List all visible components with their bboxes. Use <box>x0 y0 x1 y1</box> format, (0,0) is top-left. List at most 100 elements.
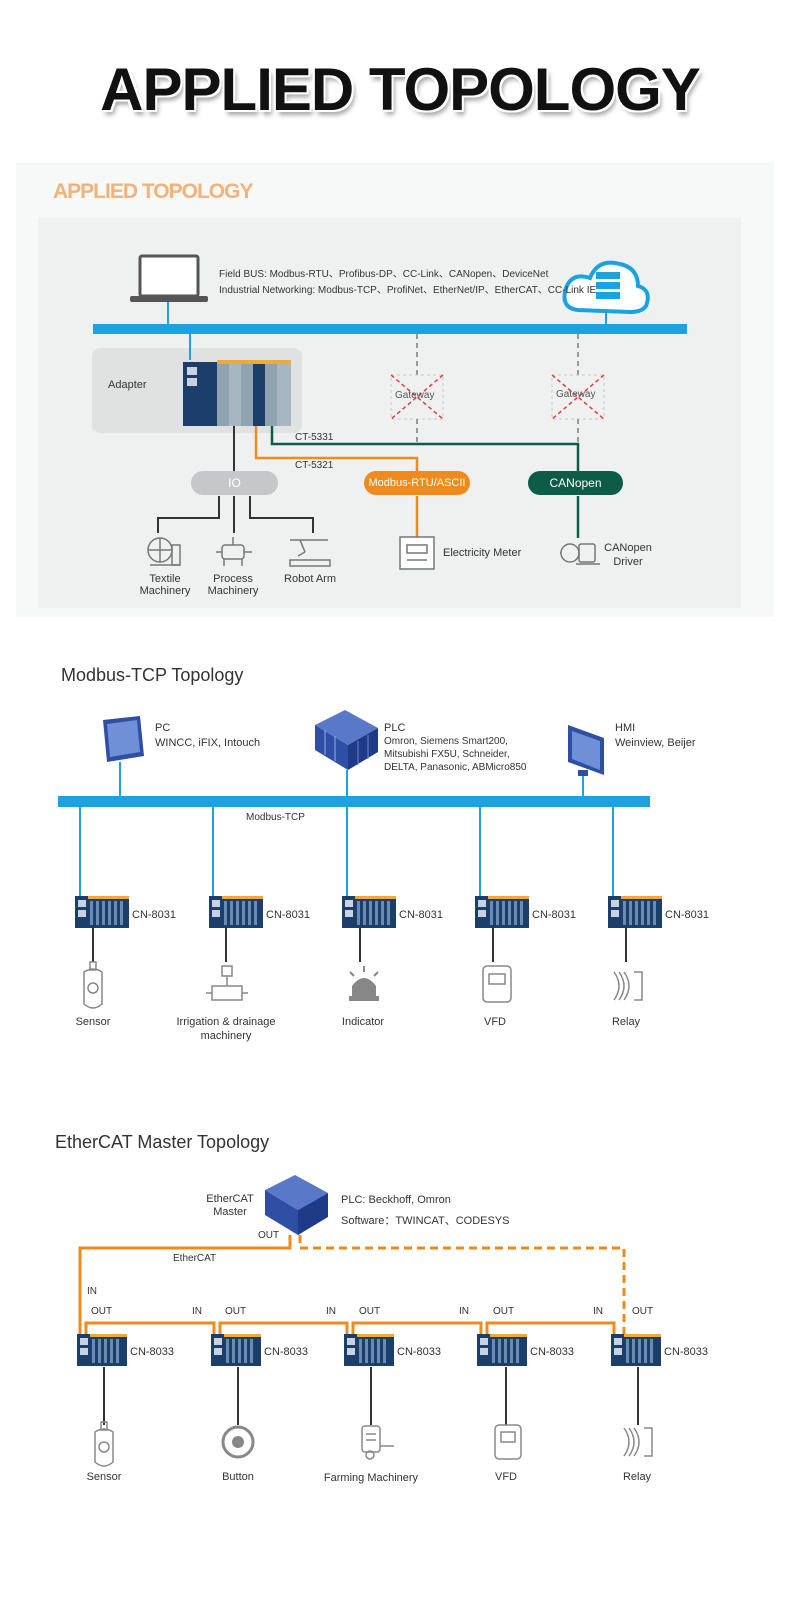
ct5331-label: CT-5331 <box>295 432 334 443</box>
plc-label: PLC <box>384 722 406 734</box>
s3-device-label-vfd: VFD <box>495 1471 517 1483</box>
cn8031-label-3: CN-8031 <box>399 909 444 921</box>
cn8031-label-5: CN-8031 <box>665 909 710 921</box>
cn8033-label-3: CN-8033 <box>397 1346 442 1358</box>
module3-in-label: IN <box>326 1306 336 1317</box>
master-out-label: OUT <box>258 1230 280 1241</box>
cn8031-label-1: CN-8031 <box>132 909 177 921</box>
cn8031-label-4: CN-8031 <box>532 909 577 921</box>
io-pill: IO <box>191 471 278 495</box>
ethercat-title: EtherCAT Master Topology <box>55 1132 270 1152</box>
plc-sub-line3: DELTA, Panasonic, ABMicro850 <box>384 762 527 773</box>
cn8033-module-4 <box>477 1334 527 1366</box>
cn8033-label-4: CN-8033 <box>530 1346 575 1358</box>
cn8033-label-1: CN-8033 <box>130 1346 175 1358</box>
page-title: APPLIED TOPOLOGY <box>100 56 701 123</box>
cn8031-module-2 <box>209 896 263 928</box>
laptop-icon <box>130 254 208 302</box>
robot-arm-icon <box>289 539 331 567</box>
ct5331-line <box>270 426 580 472</box>
ethercat-plc-line: PLC: Beckhoff, Omron <box>341 1194 451 1206</box>
cn8031-module-3 <box>342 896 396 928</box>
hmi-panel-icon <box>568 725 604 776</box>
s3-device-label-button: Button <box>222 1471 254 1483</box>
process-machinery-label-line2: Machinery <box>207 585 259 597</box>
module4-in-label: IN <box>459 1306 469 1317</box>
s3-device-label-relay: Relay <box>622 1471 652 1483</box>
ct5321-line <box>254 426 419 472</box>
textile-machinery-icon <box>147 537 181 566</box>
gateway-2-label: Gateway <box>556 389 596 400</box>
pc-sub-label: WINCC, iFIX, Intouch <box>155 737 261 749</box>
device-label-irrigation: Irrigation & drainage <box>176 1016 276 1028</box>
ethercat-master-label-line2: Master <box>213 1206 247 1218</box>
module2-out-label: OUT <box>225 1306 247 1317</box>
cn8033-label-5: CN-8033 <box>664 1346 709 1358</box>
canopen-pill: CANopen <box>528 471 623 495</box>
device-label-vfd: VFD <box>484 1016 506 1028</box>
fieldbus-text-line1: Field BUS: Modbus-RTU、Profibus-DP、CC-Lin… <box>219 269 549 280</box>
button-icon <box>221 1425 255 1459</box>
device-label-sensor: Sensor <box>75 1016 111 1028</box>
fieldbus-line <box>93 324 687 334</box>
process-machinery-label-line1: Process <box>213 573 253 585</box>
ethercat-software-line: Software：TWINCAT、CODESYS <box>341 1215 510 1227</box>
ethercat-line-label: EtherCAT <box>173 1253 217 1264</box>
plc-sub-line1: Omron, Siemens Smart200, <box>384 736 508 747</box>
s3-device-label-sensor: Sensor <box>86 1471 122 1483</box>
plc-sub-line2: Mitsubishi FX5U, Schneider, <box>384 749 510 760</box>
process-machinery-icon <box>216 537 252 566</box>
hmi-sub-label: Weinview, Beijer <box>615 737 696 749</box>
gateway-1-label: Gateway <box>395 390 435 401</box>
modbus-rtu-pill: Modbus-RTU/ASCII <box>364 471 470 495</box>
cn8033-module-1 <box>77 1334 127 1366</box>
ethercat-master-label-line1: EtherCAT <box>206 1193 254 1205</box>
ethercat-return-line <box>298 1235 626 1335</box>
module1-in-label: IN <box>87 1286 97 1297</box>
cn8031-module-5 <box>608 896 662 928</box>
hmi-label: HMI <box>615 722 636 734</box>
canopen-driver-label-line2: Driver <box>613 556 643 568</box>
s3-device-label-farming: Farming Machinery <box>323 1472 419 1484</box>
cloud-server-icon <box>562 260 650 315</box>
indicator-light-icon <box>349 966 379 1001</box>
cn8031-module-4 <box>475 896 529 928</box>
module3-out-label: OUT <box>359 1306 381 1317</box>
cn8031-label-2: CN-8031 <box>266 909 311 921</box>
canopen-driver-icon <box>560 543 600 565</box>
electricity-meter-label: Electricity Meter <box>443 547 522 559</box>
pc-label: PC <box>155 722 171 734</box>
module5-out-label: OUT <box>632 1306 654 1317</box>
cn8033-module-5 <box>611 1334 661 1366</box>
sensor-icon-s3 <box>94 1421 114 1467</box>
ethercat-master-plc-icon <box>265 1175 328 1235</box>
vfd-icon <box>482 965 512 1003</box>
device-label-irrigation-line2: machinery <box>200 1030 252 1042</box>
adapter-label: Adapter <box>108 379 147 391</box>
plc-rack-icon <box>315 710 378 770</box>
cn8033-label-2: CN-8033 <box>264 1346 309 1358</box>
adapter-module-icon <box>183 360 291 426</box>
textile-machinery-label-line1: Textile <box>149 573 181 585</box>
relay-icon-s3 <box>623 1427 653 1457</box>
vfd-icon-s3 <box>494 1424 522 1460</box>
irrigation-valve-icon <box>206 965 248 1001</box>
cn8031-module-1 <box>75 896 129 928</box>
electricity-meter-icon <box>399 536 435 570</box>
sensor-icon <box>83 961 103 1009</box>
modbus-tcp-title: Modbus-TCP Topology <box>61 665 244 685</box>
device-label-indicator: Indicator <box>341 1016 385 1028</box>
canopen-driver-label-line1: CANopen <box>604 542 652 554</box>
cn8033-module-2 <box>211 1334 261 1366</box>
robot-arm-label: Robot Arm <box>284 573 336 585</box>
ct5321-label: CT-5321 <box>295 460 334 471</box>
device-label-relay: Relay <box>611 1016 641 1028</box>
relay-icon <box>613 971 643 1001</box>
section1-subtitle: APPLIED TOPOLOGY <box>53 180 253 203</box>
modbus-tcp-bus-label: Modbus-TCP <box>246 812 305 823</box>
fieldbus-text-line2: Industrial Networking: Modbus-TCP、ProfiN… <box>219 285 597 296</box>
ethercat-line <box>78 1235 292 1335</box>
modbus-tcp-bus-line <box>58 796 650 807</box>
module5-in-label: IN <box>593 1306 603 1317</box>
